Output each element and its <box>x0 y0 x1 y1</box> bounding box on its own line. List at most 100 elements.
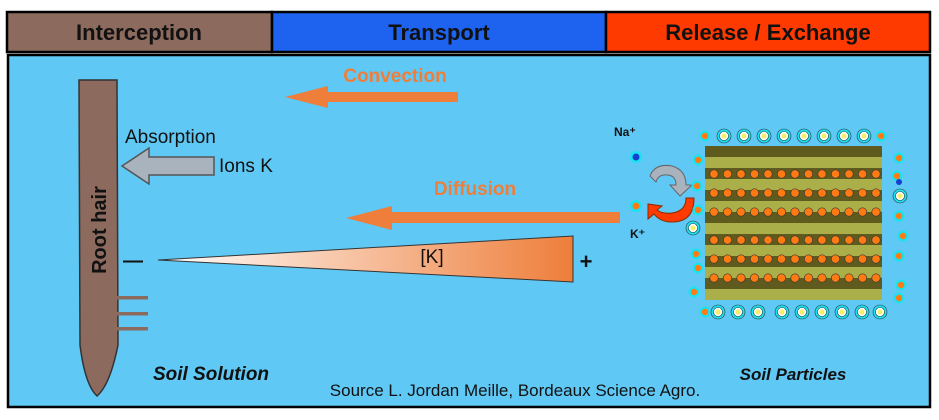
hydrated-ion-core <box>861 133 867 139</box>
interlayer-cation <box>817 207 827 217</box>
interlayer-cation <box>722 207 732 217</box>
clay-layer <box>705 289 882 300</box>
absorption-label: Absorption <box>125 127 216 148</box>
interlayer-cation <box>736 235 746 245</box>
sodium-ion <box>630 151 642 163</box>
interlayer-cation <box>844 188 854 198</box>
interlayer-cation <box>763 188 773 198</box>
interlayer-cation <box>736 207 746 217</box>
hydrated-ion-core <box>821 133 827 139</box>
interlayer-cation <box>844 254 854 264</box>
interlayer-cation <box>871 188 881 198</box>
hydrated-ion-core <box>690 225 696 231</box>
interlayer-cation <box>830 207 840 217</box>
header-transport-bg <box>270 10 608 54</box>
plus-sign: + <box>580 249 593 274</box>
hydrated-ion-core <box>781 133 787 139</box>
interlayer-cation <box>776 169 786 179</box>
interlayer-cation <box>871 273 881 283</box>
root-hair-branches <box>112 296 148 331</box>
interlayer-cation <box>871 207 881 217</box>
surface-ion-core <box>694 264 702 272</box>
interlayer-cation <box>709 273 719 283</box>
hydrated-ion-core <box>877 309 883 315</box>
clay-layer <box>705 157 882 168</box>
interlayer-cation <box>817 188 827 198</box>
header-interception: Interception <box>76 20 202 45</box>
surface-ion-core <box>693 182 701 190</box>
interlayer-cation <box>790 169 800 179</box>
root-hair-label: Root hair <box>89 186 111 274</box>
interlayer-cation <box>803 169 813 179</box>
interlayer-cation <box>844 169 854 179</box>
interlayer-cation <box>790 273 800 283</box>
interlayer-cation <box>776 254 786 264</box>
interlayer-cation <box>803 188 813 198</box>
surface-ion-core <box>899 232 907 240</box>
soil-particles-label: Soil Particles <box>740 365 847 384</box>
interlayer-cation <box>763 235 773 245</box>
interlayer-cation <box>817 273 827 283</box>
sodium-surface-ion <box>896 179 902 185</box>
interlayer-cation <box>709 254 719 264</box>
surface-ion-core <box>694 206 702 214</box>
interlayer-cation <box>857 207 867 217</box>
interlayer-cation <box>736 169 746 179</box>
hydrated-ion-core <box>715 309 721 315</box>
interlayer-cation <box>722 235 732 245</box>
interlayer-cation <box>736 188 746 198</box>
diffusion-label: Diffusion <box>434 179 516 200</box>
interlayer-cation <box>871 254 881 264</box>
hydrated-ion-core <box>735 309 741 315</box>
surface-ion-core <box>895 294 903 302</box>
hydrated-ion-core <box>799 309 805 315</box>
soil-solution-label: Soil Solution <box>153 364 269 385</box>
absorption-arrow-icon <box>120 146 215 186</box>
surface-ion-core <box>895 212 903 220</box>
interlayer-cation <box>871 235 881 245</box>
interlayer-cation <box>749 207 759 217</box>
interlayer-cation <box>803 235 813 245</box>
interlayer-cation <box>817 235 827 245</box>
interlayer-cation <box>763 273 773 283</box>
surface-ion-core <box>701 308 709 316</box>
interlayer-cation <box>803 254 813 264</box>
minus-sign: — <box>123 250 143 272</box>
header-transport: Transport <box>388 20 490 45</box>
interlayer-cation <box>790 188 800 198</box>
hydrated-ion-core <box>801 133 807 139</box>
surface-ion-core <box>893 172 901 180</box>
interlayer-cation <box>830 188 840 198</box>
interlayer-cation <box>722 254 732 264</box>
surface-ion-core <box>692 250 700 258</box>
diffusion-arrow-icon <box>346 206 620 230</box>
convection-label: Convection <box>343 66 446 87</box>
ions-k-label: Ions K <box>219 156 273 177</box>
interlayer-cation <box>763 254 773 264</box>
clay-layer <box>705 278 882 289</box>
interlayer-cation <box>749 273 759 283</box>
header-interception-bg <box>5 10 274 54</box>
hydrated-ion-core <box>755 309 761 315</box>
hydrated-ion-core <box>819 309 825 315</box>
interlayer-cation <box>844 273 854 283</box>
interlayer-cation <box>830 273 840 283</box>
interlayer-cation <box>763 207 773 217</box>
interlayer-cation <box>722 188 732 198</box>
surface-ion-core <box>877 132 885 140</box>
interlayer-cation <box>790 254 800 264</box>
header-bar: Interception Transport Release / Exchang… <box>5 10 932 54</box>
hydrated-ion-core <box>761 133 767 139</box>
clay-layer <box>705 201 882 212</box>
exchange-arrows-icon <box>647 165 695 223</box>
clay-layer <box>705 223 882 234</box>
concentration-label: [K] <box>420 247 443 268</box>
interlayer-cation <box>817 169 827 179</box>
interlayer-cation <box>790 207 800 217</box>
interlayer-cation <box>844 207 854 217</box>
surface-ion-core <box>690 288 698 296</box>
interlayer-cation <box>749 254 759 264</box>
interlayer-cation <box>763 169 773 179</box>
hydrated-ion-core <box>839 309 845 315</box>
surface-ion-core <box>897 281 905 289</box>
